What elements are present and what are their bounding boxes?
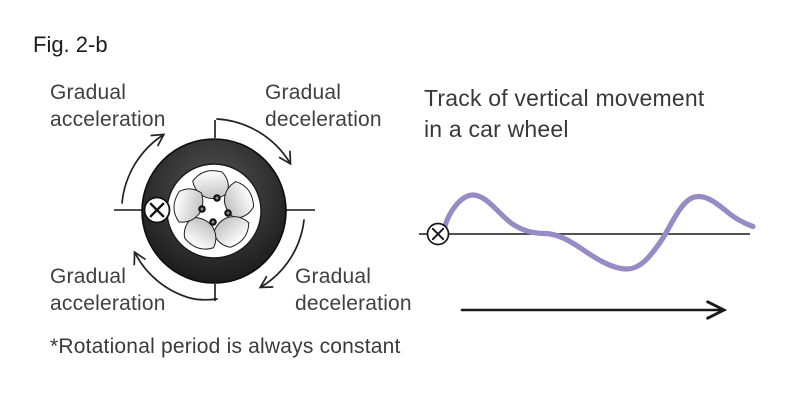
track-title-line: Track of vertical movement: [424, 85, 705, 111]
footnote: *Rotational period is always constant: [50, 335, 401, 358]
track-curve: [442, 192, 756, 272]
lug-nut: [224, 209, 232, 217]
rotation-arrow-bottom-right: [258, 219, 305, 289]
label-line: Gradual: [295, 265, 372, 288]
label-line: Gradual: [50, 265, 127, 288]
track-title: Track of vertical movement in a car whee…: [424, 83, 704, 145]
label-line: Gradual: [50, 81, 127, 104]
wheel-diagram: [114, 118, 315, 301]
circled-x-icon: [426, 222, 450, 246]
lug-nut: [209, 218, 217, 226]
label-gradual-deceleration-bottom-right: Gradual deceleration: [295, 263, 412, 317]
spoke-window: [173, 188, 204, 223]
label-line: acceleration: [50, 292, 166, 315]
label-gradual-acceleration-top-left: Gradual acceleration: [50, 79, 166, 133]
label-line: acceleration: [50, 108, 166, 131]
track-diagram: [419, 192, 756, 320]
lug-nut: [213, 194, 221, 202]
lug-nut: [198, 205, 206, 213]
track-title-line: in a car wheel: [424, 116, 569, 142]
label-gradual-deceleration-top-right: Gradual deceleration: [265, 79, 382, 133]
spoke-windows: [173, 170, 255, 250]
label-line: deceleration: [295, 292, 412, 315]
label-line: Gradual: [265, 81, 342, 104]
rotation-arrow-top-right: [216, 118, 292, 166]
lug-nuts: [198, 194, 232, 226]
figure-label: Fig. 2-b: [33, 32, 108, 57]
rotation-arrow-top-left: [121, 133, 166, 204]
circled-x-icon: [143, 196, 171, 224]
rotation-arrow-bottom-left: [133, 250, 218, 301]
label-gradual-acceleration-bottom-left: Gradual acceleration: [50, 263, 166, 317]
label-line: deceleration: [265, 108, 382, 131]
